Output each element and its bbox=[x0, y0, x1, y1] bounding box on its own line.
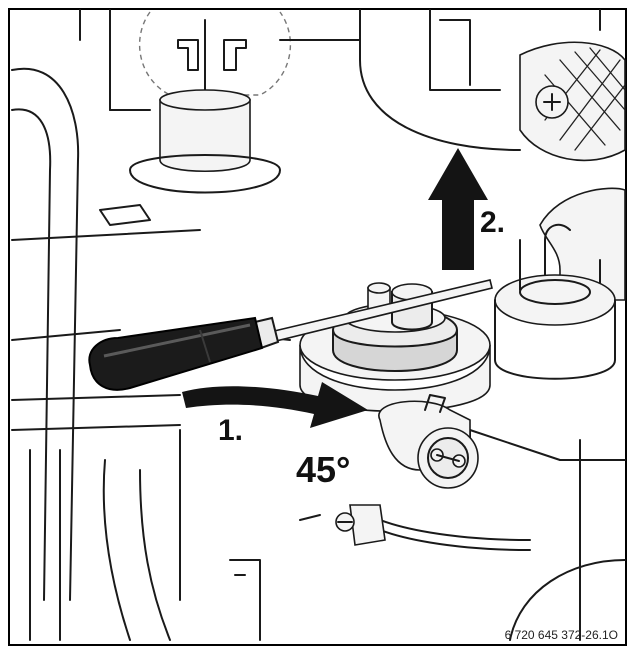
step-2-label: 2. bbox=[480, 206, 505, 239]
reference-code: 6 720 645 372-26.1O bbox=[505, 628, 618, 642]
figure-border bbox=[8, 8, 627, 646]
angle-label: 45° bbox=[296, 449, 350, 490]
background-machinery bbox=[11, 9, 626, 641]
arrow-right-icon bbox=[182, 382, 368, 428]
screwdriver-icon bbox=[88, 279, 493, 391]
electrode-plug-icon bbox=[299, 394, 531, 551]
arrow-up-icon bbox=[428, 148, 488, 270]
step-1-label: 1. bbox=[218, 414, 243, 447]
